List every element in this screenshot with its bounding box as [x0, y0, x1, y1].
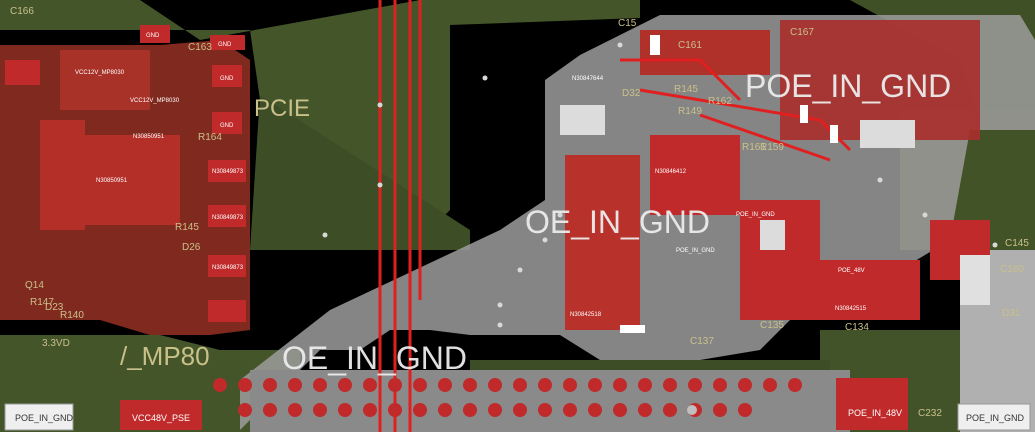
button-poe-in-gnd-left[interactable]: POE_IN_GND [4, 403, 74, 431]
ref-c135: C135 [760, 320, 784, 331]
button-poe-in-gnd-left-label: POE_IN_GND [15, 413, 74, 423]
ref-r164: R164 [198, 132, 222, 143]
silkscreen-labels: C166 C163 C161 C167 C15 R145 R149 R162 R… [10, 6, 1029, 419]
pad-n30849873-3: N30849873 [212, 265, 244, 271]
white-pads [560, 35, 990, 333]
net-label-oe-in-gnd-center: OE_IN_GND [525, 204, 710, 240]
ref-d32: D32 [622, 88, 641, 99]
button-poe-in-gnd-right[interactable]: POE_IN_GND [957, 403, 1031, 431]
ref-c232: C232 [918, 408, 942, 419]
vias [322, 42, 998, 415]
label-pcie: PCIE [254, 95, 310, 122]
ref-r159: R159 [760, 142, 784, 153]
net-label-poe-in-gnd: POE_IN_GND [745, 68, 951, 104]
pad-n30849873-2: N30849873 [212, 215, 244, 221]
pad-poe-in-gnd-mid: POE_IN_GND [736, 212, 775, 218]
pad-vcc12v-2: VCC12V_MP8030 [130, 98, 180, 104]
pad-n30850951-main: N30850951 [96, 178, 128, 184]
ref-r145-top: R145 [674, 84, 698, 95]
ref-r161: R161 [742, 142, 766, 153]
ref-c166: C166 [10, 6, 34, 17]
pad-n30849873-1: N30849873 [212, 169, 244, 175]
pad-n30846412: N30846412 [655, 169, 687, 175]
ref-c160: C160 [1000, 264, 1024, 275]
pad-oe-in-gnd-mid: POE_IN_GND [676, 248, 715, 254]
label-3v3: 3.3VD [42, 338, 70, 349]
gnd-pads-left [5, 25, 246, 322]
pad-net-labels: GND GND GND GND VCC12V_MP8030 VCC12V_MP8… [75, 33, 867, 318]
ref-r145-left: R145 [175, 222, 199, 233]
ref-d31: D31 [1002, 308, 1021, 319]
red-traces [378, 0, 852, 432]
pad-gnd-2: GND [220, 76, 234, 82]
ref-c15: C15 [618, 18, 637, 29]
ref-r140: R140 [60, 310, 84, 321]
button-poe-in-48v[interactable]: POE_IN_48V [836, 378, 908, 430]
pad-n30842518: N30842518 [570, 312, 602, 318]
button-vcc48v-pse-label: VCC48V_PSE [132, 413, 190, 423]
ref-r162: R162 [708, 96, 732, 107]
button-vcc48v-pse[interactable]: VCC48V_PSE [120, 400, 202, 430]
ref-c163: C163 [188, 42, 212, 53]
net-labels-large: POE_IN_GND OE_IN_GND OE_IN_GND [282, 68, 951, 376]
pad-poe-48v: POE_48V [838, 268, 865, 274]
ref-r147: R147 [30, 297, 54, 308]
ref-c145: C145 [1005, 238, 1029, 249]
ref-q14: Q14 [25, 280, 44, 291]
ref-c161: C161 [678, 40, 702, 51]
button-poe-in-gnd-right-label: POE_IN_GND [966, 413, 1025, 423]
ref-d23: D23 [45, 302, 64, 313]
red-copper-left-block [0, 40, 250, 335]
pad-gnd-3: GND [220, 123, 234, 129]
net-label-oe-in-gnd-bottom: OE_IN_GND [282, 340, 467, 376]
ref-c134: C134 [845, 322, 869, 333]
pad-n30842515: N30842515 [835, 306, 867, 312]
pad-gnd-4: GND [218, 42, 232, 48]
pad-n30850951-small: N30850951 [133, 134, 165, 140]
ref-d26: D26 [182, 242, 201, 253]
label-mp80: /_MP80 [120, 341, 210, 371]
ref-r149: R149 [678, 106, 702, 117]
button-poe-in-48v-label: POE_IN_48V [848, 408, 902, 418]
pad-n30847644: N30847644 [572, 76, 604, 82]
ref-c137: C137 [690, 336, 714, 347]
pad-vcc12v-1: VCC12V_MP8030 [75, 70, 125, 76]
connector-pin-row [213, 378, 802, 417]
pad-gnd-1: GND [146, 33, 160, 39]
ref-c167: C167 [790, 27, 814, 38]
